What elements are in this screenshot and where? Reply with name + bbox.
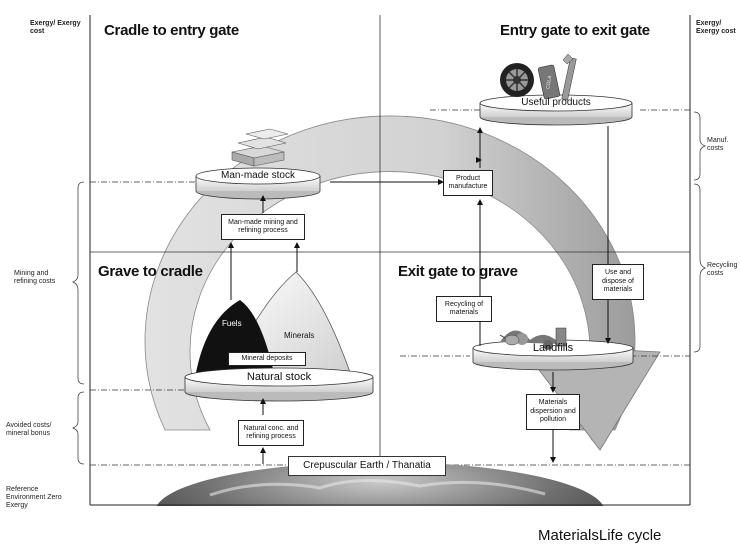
cola-can-icon: COLA <box>537 64 561 100</box>
right-brackets <box>693 111 707 353</box>
earth-label: Crepuscular Earth / Thanatia <box>288 456 446 476</box>
y-axis-right-label: Exergy/ Exergy cost <box>696 20 736 36</box>
left-brackets <box>71 181 85 465</box>
wheel-icon <box>500 63 534 97</box>
mineral-deposits-box: Mineral deposits <box>228 352 306 366</box>
quadrant-exit-to-grave: Exit gate to grave <box>398 263 518 280</box>
reference-environment-label: Reference Environment Zero Exergy <box>6 486 62 510</box>
quadrant-cradle-to-entry: Cradle to entry gate <box>104 22 239 39</box>
fuels-label: Fuels <box>222 319 242 328</box>
minerals-label: Minerals <box>284 331 315 340</box>
reference-lines <box>90 109 690 466</box>
mining-costs-label: Mining and refining costs <box>14 270 56 286</box>
useful-disc <box>479 94 633 126</box>
wrench-icon <box>561 53 577 101</box>
useful-products-label: Useful products <box>521 97 591 108</box>
dispersion-box: Materials dispersion and pollution <box>526 394 580 430</box>
recycling-costs-label: Recycling costs <box>707 262 738 278</box>
natural-disc <box>184 367 374 402</box>
natural-stock-label: Natural stock <box>246 371 312 383</box>
recycling-box: Recycling of materials <box>436 296 492 322</box>
cycle-arrow <box>144 115 661 451</box>
avoided-costs-label: Avoided costs/ mineral bonus <box>6 422 52 438</box>
landfills-label: Landfills <box>532 342 574 354</box>
use-dispose-box: Use and dispose of materials <box>592 264 644 300</box>
y-axis-left-label: Exergy/ Exergy cost <box>30 20 81 36</box>
ingots-icon <box>231 128 289 167</box>
man-made-stock-label: Man-made stock <box>221 170 295 181</box>
x-axis-label: MaterialsLife cycle <box>538 527 662 544</box>
quadrant-grave-to-cradle: Grave to cradle <box>98 263 203 280</box>
product-manufacture-box: Product manufacture <box>443 170 493 196</box>
manuf-costs-label: Manuf. costs <box>707 137 729 153</box>
natural-conc-box: Natural conc. and refining process <box>238 420 304 446</box>
man-made-disc <box>195 167 321 200</box>
quadrant-entry-to-exit: Entry gate to exit gate <box>500 22 650 39</box>
man-made-mining-box: Man-made mining and refining process <box>221 214 305 240</box>
teapot-icon <box>499 334 520 346</box>
svg-text:COLA: COLA <box>545 75 553 90</box>
